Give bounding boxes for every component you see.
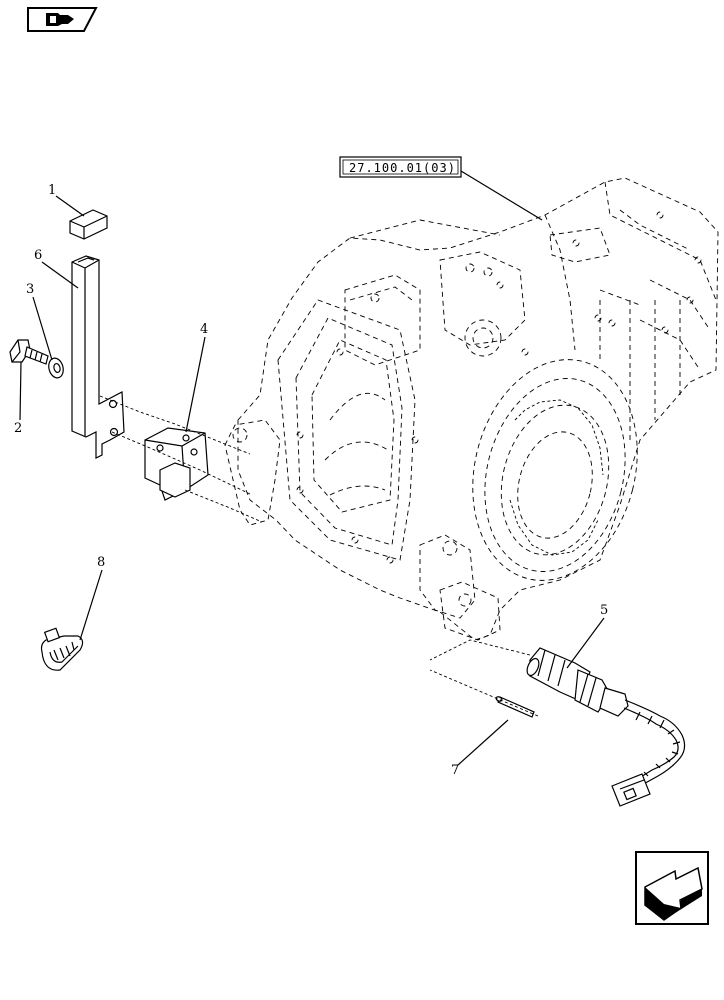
part-7-pin[interactable] xyxy=(495,696,535,718)
callout-6: 6 xyxy=(34,248,79,289)
callout-4: 4 xyxy=(185,322,208,433)
callout-1: 1 xyxy=(48,183,85,217)
callout-7: 7 xyxy=(451,719,509,778)
svg-text:2: 2 xyxy=(14,421,22,436)
svg-text:7: 7 xyxy=(451,763,459,778)
part-6-bracket[interactable] xyxy=(71,255,125,459)
svg-text:8: 8 xyxy=(97,555,105,570)
part-8-cable-tie[interactable] xyxy=(40,627,84,671)
callout-2: 2 xyxy=(14,361,22,436)
reference-box-label: 27.100.01(03) xyxy=(349,161,456,175)
callout-5: 5 xyxy=(566,603,608,669)
svg-text:1: 1 xyxy=(48,183,56,198)
reference-box[interactable]: 27.100.01(03) xyxy=(339,156,543,221)
part-5-sensor[interactable] xyxy=(525,647,686,807)
next-page-arrow-icon[interactable] xyxy=(635,851,709,925)
part-4-block[interactable] xyxy=(144,427,209,501)
svg-text:4: 4 xyxy=(200,322,208,337)
svg-text:6: 6 xyxy=(34,248,42,263)
svg-text:5: 5 xyxy=(600,603,608,618)
part-3-washer[interactable] xyxy=(47,357,66,380)
callout-8: 8 xyxy=(79,555,105,641)
assembly-lines xyxy=(99,395,539,717)
part-2-bolt[interactable] xyxy=(9,339,49,365)
book-icon[interactable] xyxy=(27,7,98,32)
callout-3: 3 xyxy=(26,282,53,361)
part-1-cap[interactable] xyxy=(69,209,108,240)
svg-text:3: 3 xyxy=(26,282,34,297)
transmission-housing xyxy=(224,177,719,641)
